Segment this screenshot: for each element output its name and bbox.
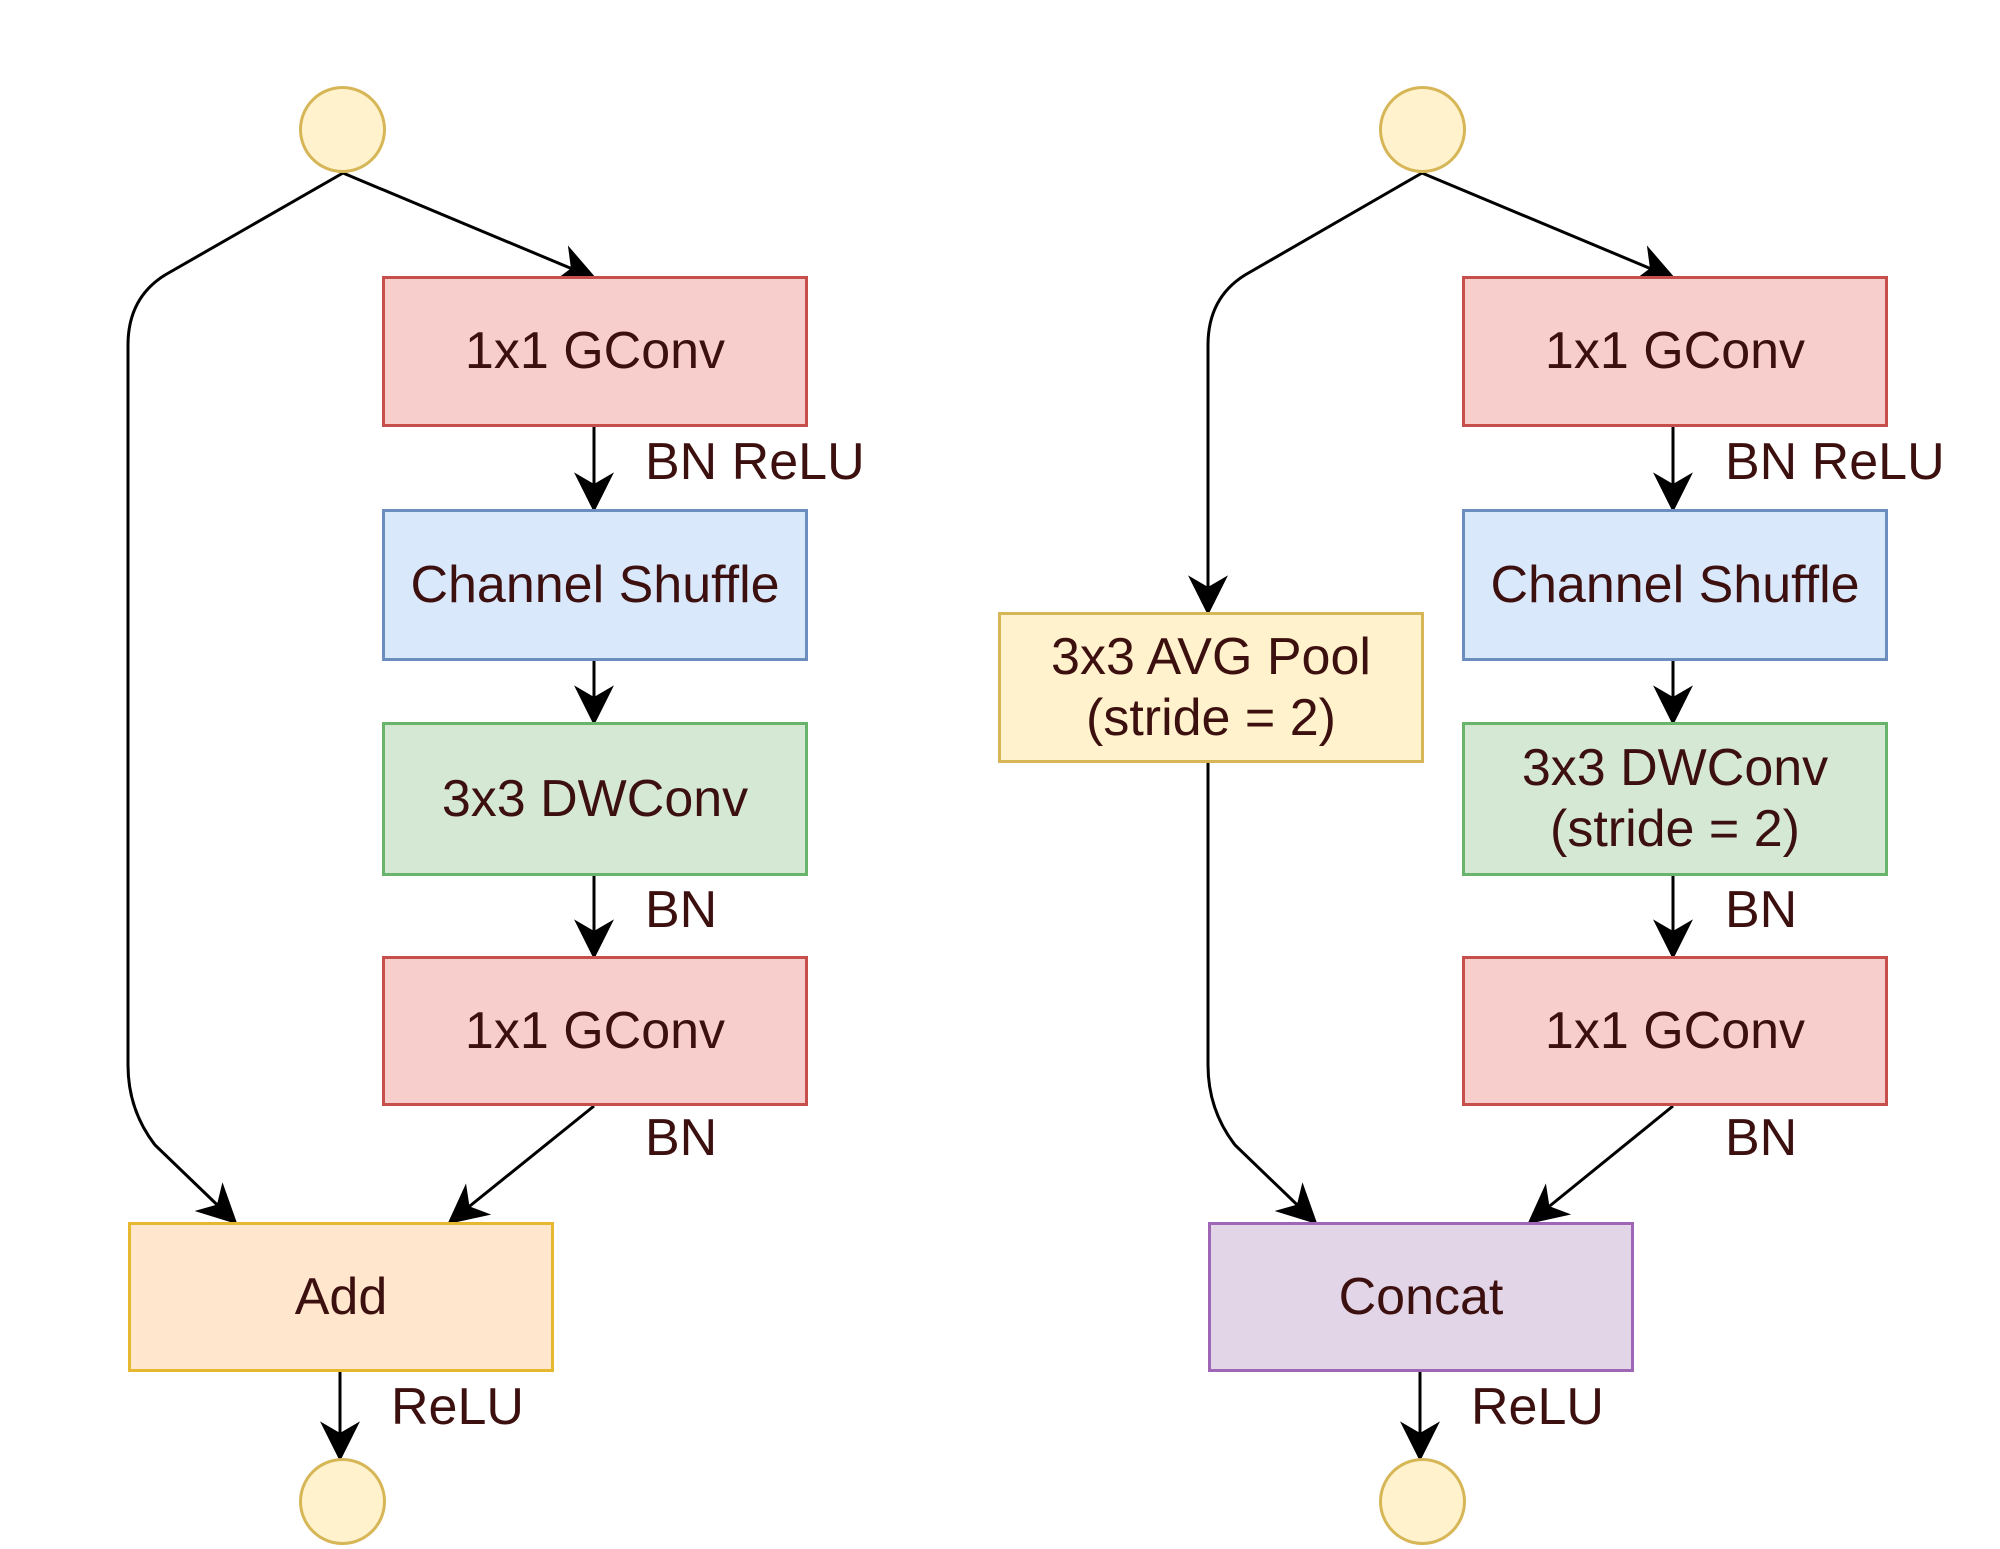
dwconv-label-line1-right: 3x3 DWConv xyxy=(1521,739,1829,798)
edge-label-relu-left: ReLU xyxy=(391,1378,524,1436)
avg-pool-label-line1: 3x3 AVG Pool xyxy=(1051,627,1371,686)
avg-pool-box: 3x3 AVG Pool (stride = 2) xyxy=(998,612,1424,763)
add-box: Add xyxy=(128,1222,554,1372)
edge-input-to-gconv1-left xyxy=(342,171,598,283)
concat-label: Concat xyxy=(1338,1267,1504,1326)
edge-label-bn-gconv2-right: BN xyxy=(1725,1109,1798,1167)
gconv2-box-left: 1x1 GConv xyxy=(382,956,808,1106)
concat-box: Concat xyxy=(1208,1222,1634,1372)
edge-label-relu-right: ReLU xyxy=(1471,1378,1604,1436)
channel-shuffle-label-right: Channel Shuffle xyxy=(1490,555,1860,614)
add-label: Add xyxy=(294,1267,388,1326)
edge-label-bn-gconv2-left: BN xyxy=(645,1109,718,1167)
edge-pool-to-concat-right xyxy=(1206,763,1318,1225)
avg-pool-label-line2: (stride = 2) xyxy=(1086,688,1336,747)
channel-shuffle-label-left: Channel Shuffle xyxy=(410,555,780,614)
edge-gconv2-to-concat-right xyxy=(1527,1104,1674,1225)
dwconv-box-right: 3x3 DWConv (stride = 2) xyxy=(1462,722,1888,876)
gconv1-box-right: 1x1 GConv xyxy=(1462,276,1888,427)
edge-label-bn-relu-left: BN ReLU xyxy=(645,433,865,491)
edge-gconv2-to-add-left xyxy=(447,1104,595,1225)
edge-input-to-gconv1-right xyxy=(1421,171,1677,283)
dwconv-box-left: 3x3 DWConv xyxy=(382,722,808,876)
edge-label-bn-dw-right: BN xyxy=(1725,881,1798,939)
gconv2-label-left: 1x1 GConv xyxy=(464,1001,726,1060)
input-node-right xyxy=(1379,86,1466,173)
dwconv-label-line2-right: (stride = 2) xyxy=(1550,800,1800,858)
channel-shuffle-box-right: Channel Shuffle xyxy=(1462,509,1888,661)
gconv1-label-right: 1x1 GConv xyxy=(1544,322,1806,381)
edge-label-bn-dw-left: BN xyxy=(645,881,718,939)
output-node-right xyxy=(1379,1458,1466,1545)
gconv1-box-left: 1x1 GConv xyxy=(382,276,808,427)
gconv2-box-right: 1x1 GConv xyxy=(1462,956,1888,1106)
gconv1-label-left: 1x1 GConv xyxy=(464,322,726,381)
edge-label-bn-relu-right: BN ReLU xyxy=(1725,433,1945,491)
channel-shuffle-box-left: Channel Shuffle xyxy=(382,509,808,661)
gconv2-label-right: 1x1 GConv xyxy=(1544,1001,1806,1060)
output-node-left xyxy=(299,1458,386,1545)
input-node-left xyxy=(299,86,386,173)
edge-input-to-add-left xyxy=(126,171,344,1225)
edge-input-to-pool-right xyxy=(1188,171,1423,616)
dwconv-label-left: 3x3 DWConv xyxy=(441,769,749,828)
